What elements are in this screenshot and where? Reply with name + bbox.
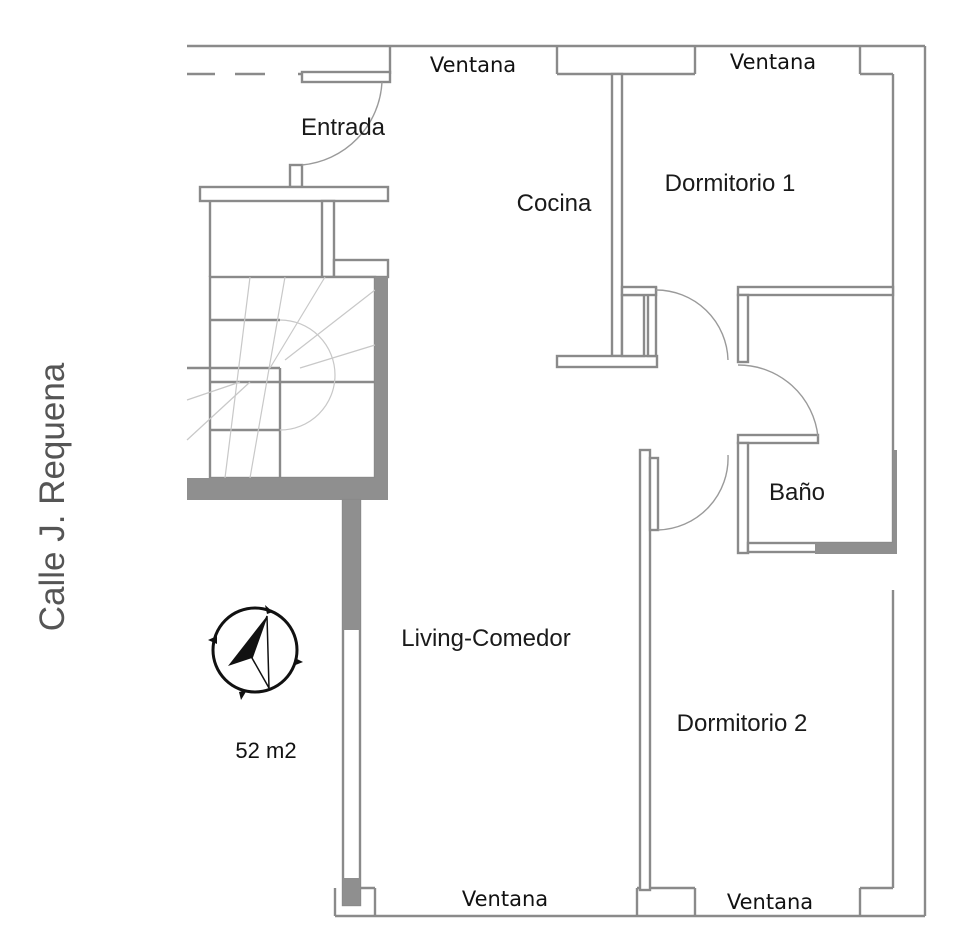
entrance-door-swing [301,81,383,166]
room-label-bano: Baño [769,479,825,506]
staircase [186,275,388,500]
entrance-walls [198,70,392,279]
street-label: Calle J. Requena [33,362,72,631]
room-label-entrada: Entrada [301,114,386,141]
window-label-bottom-left: Ventana [462,887,548,911]
dormitorio1-door-swing [655,289,729,361]
room-label-dormitorio-1: Dormitorio 1 [665,170,796,197]
area-label: 52 m2 [235,738,296,763]
living-left-wall [341,498,362,907]
kitchen-wall [555,72,729,369]
dormitorio2-wall [638,448,729,892]
room-label-living-comedor: Living-Comedor [401,625,570,652]
bathroom-door-swing [737,364,819,438]
room-label-cocina: Cocina [517,190,592,217]
window-label-top-left: Ventana [430,53,516,77]
window-label-top-right: Ventana [730,50,816,74]
bathroom-walls [736,285,897,555]
room-label-dormitorio-2: Dormitorio 2 [677,710,808,737]
north-arrow-compass-icon [208,605,303,700]
window-label-bottom-right: Ventana [727,890,813,914]
dormitorio2-door-swing [657,454,729,531]
